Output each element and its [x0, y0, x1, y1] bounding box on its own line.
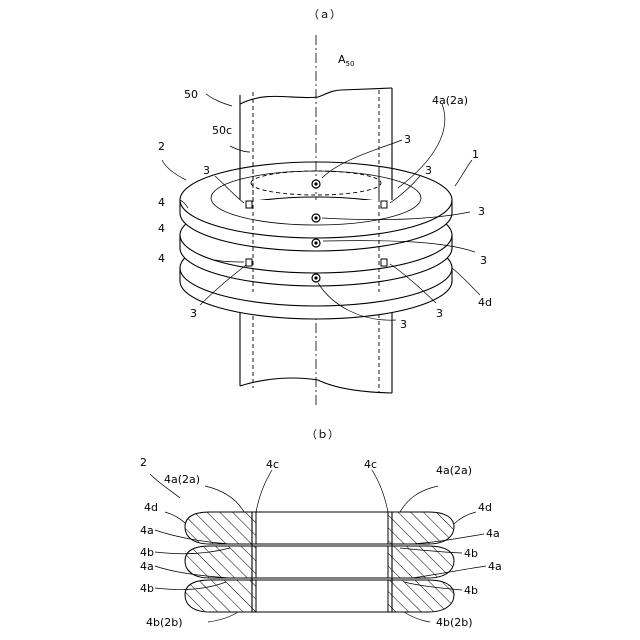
assembly-label-a: 2: [158, 140, 165, 153]
inner-face-label-left: 4c: [266, 458, 279, 471]
upper-surface-label-l2: 4a: [140, 560, 154, 573]
connector-right-2: [381, 259, 387, 266]
device-label: 1: [472, 148, 479, 161]
axis-label: A50: [338, 53, 354, 68]
connector-label-left-bottom: 3: [190, 307, 197, 320]
connector-label-left-top: 3: [203, 164, 210, 177]
disc-label-2: 4: [158, 222, 165, 235]
pole-label: 50: [184, 88, 198, 101]
ring-section-3: [185, 580, 454, 612]
connector-left-1: [246, 201, 252, 208]
edge-label-b-right: 4d: [478, 501, 492, 514]
edge-label-b-left: 4d: [144, 501, 158, 514]
assembly-label-b: 2: [140, 456, 147, 469]
inner-face-label-right: 4c: [364, 458, 377, 471]
lower-surface-label-r1: 4b: [464, 547, 478, 560]
lower-surface-label-r2: 4b: [464, 584, 478, 597]
edge-label-a: 4d: [478, 296, 492, 309]
disc-label-1: 4: [158, 196, 165, 209]
lower-surface-label-l2: 4b: [140, 582, 154, 595]
upper-surface-label-l1: 4a: [140, 524, 154, 537]
figure-a-caption: （ａ）: [308, 8, 341, 21]
connector-left-2: [246, 259, 252, 266]
upper-surface-label-r1: 4a: [486, 527, 500, 540]
upper-face-label-a: 4a(2a): [432, 94, 468, 107]
disc-label-3: 4: [158, 252, 165, 265]
lower-surface-label-l1: 4b: [140, 546, 154, 559]
figure-a: （ａ） A50: [158, 8, 492, 408]
bottom-face-label-right: 4b(2b): [436, 616, 473, 629]
pole-surface-label: 50c: [212, 124, 232, 137]
ring-section-2: [185, 546, 454, 578]
top-face-label-left: 4a(2a): [164, 473, 200, 486]
connector-label-right-top: 3: [425, 164, 432, 177]
figure-b-caption: （ｂ）: [306, 428, 339, 441]
bottom-face-label-left: 4b(2b): [146, 616, 183, 629]
top-face-label-right: 4a(2a): [436, 464, 472, 477]
connector-label-right-lower: 3: [480, 254, 487, 267]
ring-section-1: [185, 512, 454, 544]
upper-surface-label-r2: 4a: [488, 560, 502, 573]
connector-label-bottom: 3: [400, 318, 407, 331]
connector-right-1: [381, 201, 387, 208]
connector-label-top: 3: [404, 133, 411, 146]
connector-label-right-mid: 3: [478, 205, 485, 218]
connector-label-right-bottom: 3: [436, 307, 443, 320]
figure-b: （ｂ）: [140, 428, 502, 629]
